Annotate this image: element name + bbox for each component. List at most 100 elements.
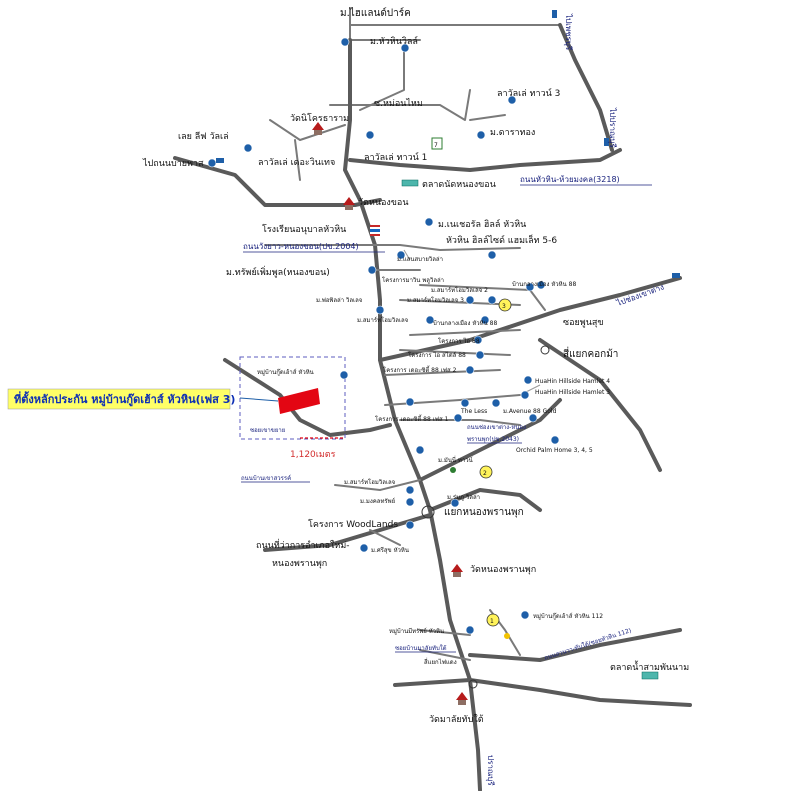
road-khao-sawan — [223, 358, 392, 437]
label-m-sri-suk: ม.ศรีสุข หัวหิน — [371, 546, 409, 554]
circle-marker-3: 3 — [498, 298, 512, 312]
road-2004 — [264, 244, 521, 251]
label-kindergarten: โรงเรียนอนุบาลหัวหิน — [262, 224, 346, 235]
label-road-2043b: พรานพุก(ปข.2043) — [467, 436, 519, 443]
junction-khokma-icon — [540, 345, 550, 355]
label-to-pranburi-bottom: ปราณบุรี — [486, 755, 495, 786]
label-road-2043a: ถนนช่องเขาต่าง-หนอง — [467, 424, 526, 431]
junction-nongphran-icon — [421, 505, 435, 519]
label-si-yaek-khokma: สี่แยกคอกม้า — [563, 346, 618, 360]
road-lay-lif — [294, 139, 301, 181]
label-m-khlong: ม.มงคลทรัพย์ — [360, 497, 395, 505]
road-khao-113 — [419, 629, 471, 636]
label-proj-88-phase1: โครงการ เดอะซิตี้ 88 เฟส 1 — [375, 413, 449, 423]
road-khokma — [538, 338, 662, 472]
arrow-bypass-icon — [216, 158, 224, 163]
label-lavalle-vintage: ลาวัลเล่ เดอะวินเทจ — [258, 157, 335, 168]
road-woodlands — [263, 513, 432, 552]
label-saen-sabai: ม.แสนสบายวิลล่า — [397, 256, 443, 263]
arrow-pranburi-icon — [604, 138, 609, 146]
label-good-house-project: หมู่บ้านกู๊ดเฮ้าส์ หัวหิน — [257, 368, 314, 376]
label-soi-manmai: ซอยบ้านมาลัยทับใต้ — [395, 644, 447, 652]
label-baan-mon: บ้านกลางเมือง หัวหิน 88 — [512, 280, 576, 288]
road-grid-7 — [399, 419, 521, 426]
project-callout: ที่ตั้งหลักประกัน หมู่บ้านกู๊ดเฮ้าส์ หัว… — [14, 391, 235, 407]
label-rom-pho: ซอยพูนสุข — [563, 318, 604, 328]
temple-icon — [312, 122, 324, 135]
temple-icon — [456, 692, 468, 705]
label-hillside-56: หัวหิน ฮิลล์ไซด์ แฮมเล็ท 5-6 — [446, 233, 557, 246]
project-site-marker — [278, 388, 320, 414]
road-main-ns — [343, 38, 482, 791]
label-proj-ii88: โครงการ ไอ 88 — [438, 337, 480, 345]
temple-icon — [343, 197, 355, 210]
label-fai-daeng: สี่แยกไฟแดง — [424, 658, 457, 666]
label-road-3218: ถนนหัวหิน-ห้วยมงคล(3218) — [520, 175, 620, 184]
label-good-house-112: หมู่บ้านกู๊ดเฮ้าส์ หัวหิน 112 — [533, 612, 603, 620]
label-nature-hills: ม.เนเชอรัล ฮิลล์ หัวหิน — [438, 218, 526, 230]
label-road-2004: ถนนวังยาว-หนองขอน(ปข.2004) — [243, 242, 359, 251]
label-lavalle-3: ลาวัลเล่ ทาวน์ 3 — [497, 87, 560, 99]
arrow-palau-icon — [672, 273, 680, 278]
label-money-town: ม.มันนี่ ทาวน์ — [438, 456, 473, 464]
yellow-dot-marker — [504, 633, 510, 639]
road-grid-5 — [384, 369, 501, 376]
road-red-light — [393, 678, 692, 707]
arrow-petchaburi-icon — [552, 10, 557, 18]
label-dara-thong: ม.ดาราทอง — [490, 128, 535, 138]
label-smart-home-villa: ม.สมาร์ทโฮมวิลเลจ — [344, 478, 395, 486]
label-wat-nongphran: วัดหนองพรานพุก — [470, 565, 536, 575]
label-to-pranburi-top: ไปปราณบุรี — [608, 107, 617, 148]
road-112 — [468, 628, 682, 662]
label-to-bypass: ไปถนนบายพาส — [142, 158, 204, 169]
label-sap-thip: หมู่บ้านมีทรัพย์ หัวหิน — [389, 627, 444, 635]
label-yaek-nongphran: แยกหนองพรานพุก — [444, 507, 524, 518]
label-woodlands: โครงการ WoodLands — [308, 519, 398, 530]
temple-icon — [451, 564, 463, 577]
svg-text:7: 7 — [434, 142, 438, 149]
road-dara-thong — [469, 114, 506, 121]
road-east-2043 — [418, 398, 562, 482]
label-soi-khao-kaew: ซอยเขาขยาย — [250, 427, 285, 434]
label-proj-88-phase2: โครงการ เดอะซิตี้ 88 เฟส 2 — [383, 364, 457, 374]
label-soi-mon-mai: ซ.หม่อนไหม — [374, 98, 423, 109]
road-bypass-west — [173, 156, 382, 207]
circle-marker-2: 2 — [479, 465, 493, 479]
floating-market-icon — [641, 671, 659, 680]
label-road-khao: ถนนบ้านเขาสวรรค์ — [241, 474, 291, 482]
label-m-rom-villa: ม.ร่มภู วิลล่า — [447, 494, 480, 501]
junction-red-light-icon — [468, 679, 478, 689]
road-grid-3 — [409, 329, 521, 336]
label-road-sam-phan: ถนนสวนวา-ทับใต้(ซอยหัวหิน 112) — [543, 626, 632, 662]
label-wat-nongkhon: วัดหนองขอน — [358, 198, 409, 208]
label-orchid-palm: Orchid Palm Home 3, 4, 5 — [516, 447, 593, 454]
school-flag-icon — [370, 225, 380, 236]
svg-text:1: 1 — [490, 618, 494, 625]
label-sapphoem: ม.ทรัพย์เพิ่มพูล(หนองขอน) — [226, 265, 330, 278]
label-distance: 1,120เมตร — [290, 450, 336, 460]
road-m-sri-suk — [369, 529, 401, 546]
label-pho-villa: ม.พ่อพิลล่า วิลเลจ — [316, 297, 362, 304]
village-pin-icons — [207, 37, 560, 635]
road-mon-mai — [329, 89, 471, 121]
svg-text:3: 3 — [502, 303, 506, 310]
label-road-district-2: หนองพรานพุก — [272, 559, 327, 569]
label-road-district-1: ถนนที่ว่าการอำเภอใหม่- — [256, 538, 350, 551]
label-market-nongkhon: ตลาดนัดหนองขอน — [422, 180, 496, 190]
label-floating-market: ตลาดน้ำสามพันนาม — [610, 660, 689, 673]
road-to-palau — [378, 276, 682, 362]
label-highland-park: ม.ไฮแลนด์ปาร์ค — [340, 7, 411, 19]
callout-background — [7, 388, 231, 410]
label-avenue-88: ม.Avenue 88 Gold — [503, 408, 557, 415]
road-hair-a — [403, 249, 411, 261]
road-huahin-ville — [359, 49, 405, 111]
label-wat-manmai: วัดมาลัยทับใต้ — [429, 714, 484, 725]
callout-pointer — [239, 397, 279, 402]
label-proj-kanmaruean: โครงการมาวิน พลูวิลล่า — [382, 276, 444, 284]
label-smart-home-3: ม.สมาร์ทโฮมวิลเลจ 3 — [407, 296, 464, 304]
label-hillside-4: HuaHin Hillside Hamlet 4 — [535, 378, 610, 385]
road-nikhon — [269, 119, 346, 141]
road-3218 — [348, 148, 622, 172]
label-wat-nikhon: วัดนิโครธาราม — [290, 113, 349, 124]
